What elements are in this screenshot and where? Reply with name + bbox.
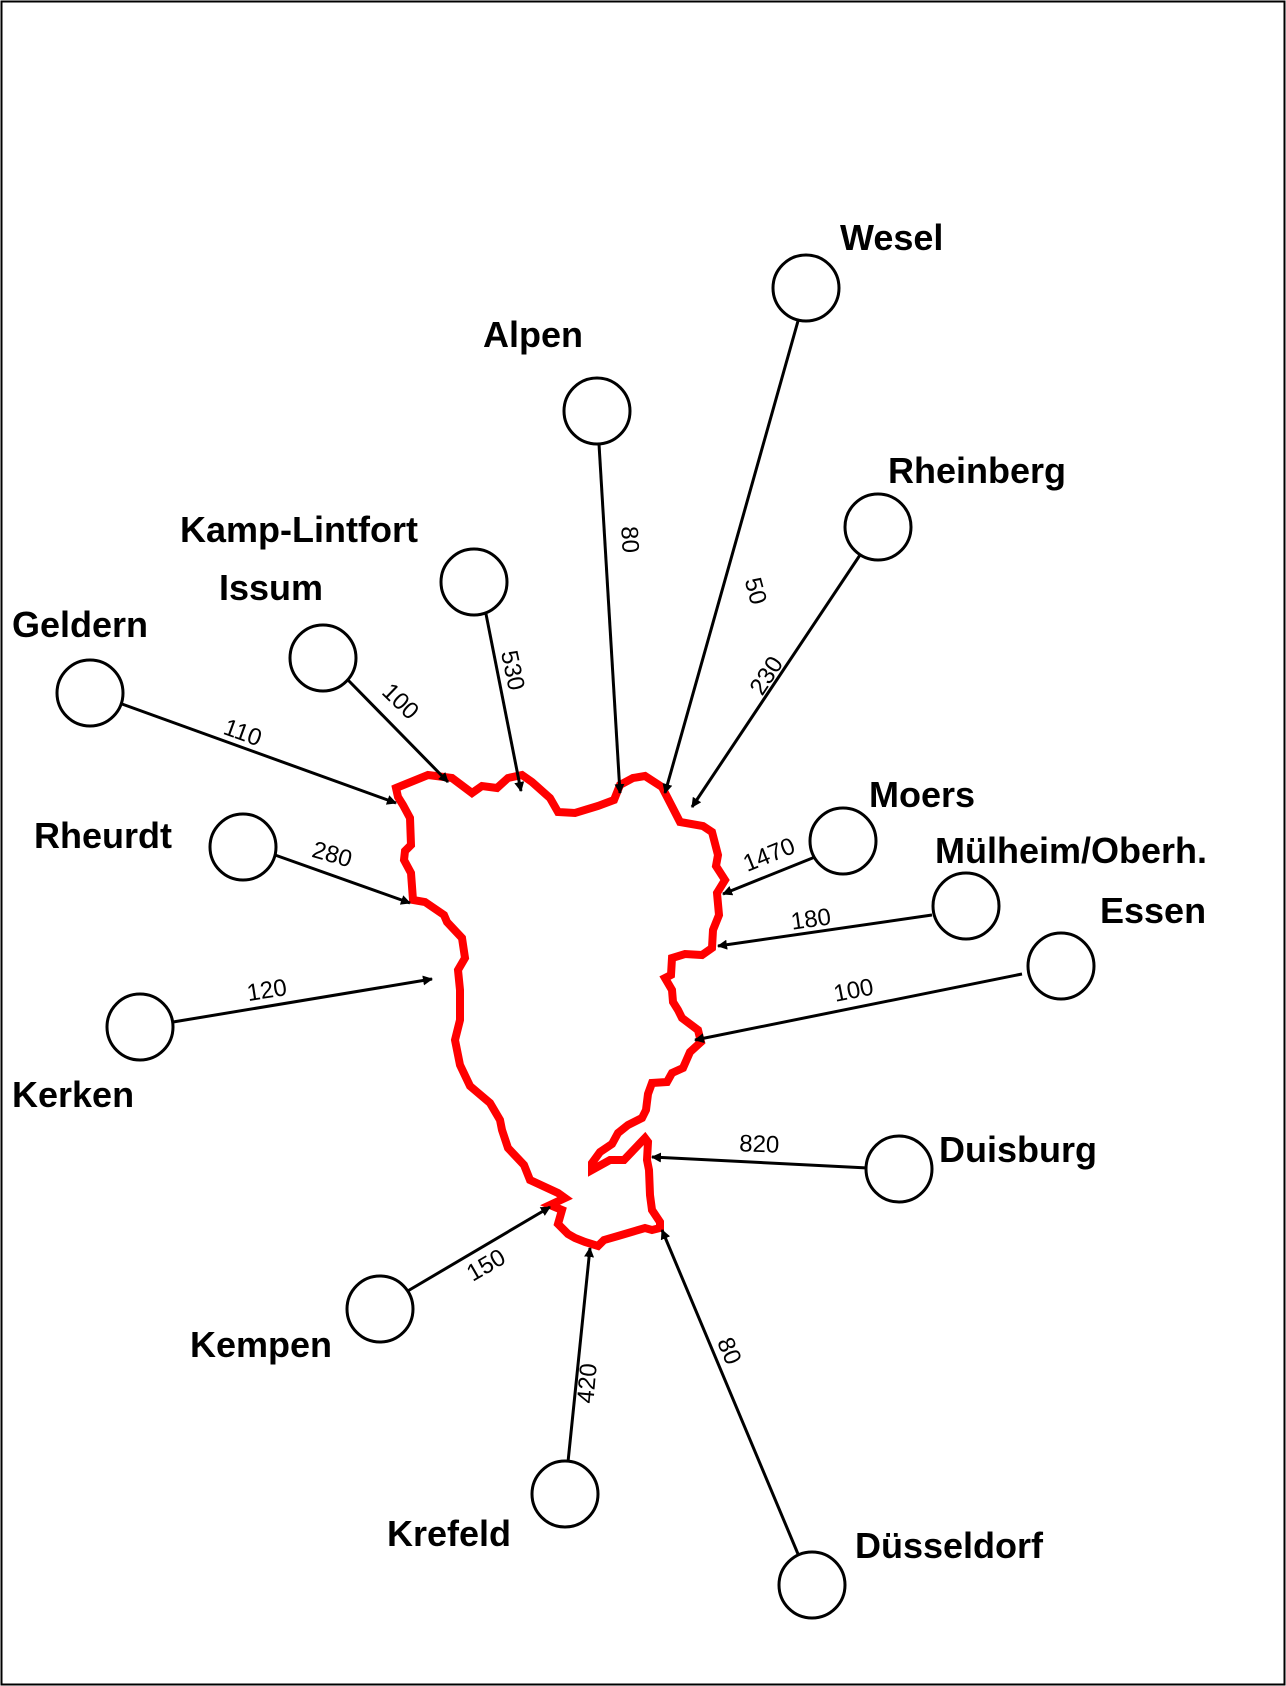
flow-moers: Moers 1470	[722, 774, 975, 896]
place-label-rheinberg: Rheinberg	[888, 450, 1066, 491]
place-label-essen: Essen	[1100, 890, 1206, 931]
place-label-duisburg: Duisburg	[939, 1129, 1097, 1170]
flow-essen: Essen 100	[694, 890, 1206, 1044]
flow-alpen: Alpen 80	[483, 314, 644, 794]
place-label-muelheim: Mülheim/Oberh.	[935, 830, 1207, 871]
place-label-issum: Issum	[219, 567, 323, 608]
flow-arrow	[484, 613, 525, 792]
flow-arrow	[651, 1152, 869, 1170]
flow-arrow	[121, 702, 397, 805]
flow-value-duisburg: 820	[739, 1130, 780, 1158]
flow-arrow	[346, 678, 450, 784]
flow-duesseldorf: Düsseldorf 80	[660, 1229, 1044, 1620]
place-node-wesel[interactable]	[771, 253, 841, 323]
place-label-alpen: Alpen	[483, 314, 583, 355]
flow-arrow	[172, 975, 433, 1024]
flow-krefeld: Krefeld 420	[387, 1247, 603, 1554]
place-node-issum[interactable]	[288, 623, 358, 693]
region-outline	[391, 770, 730, 1251]
flow-issum: Issum 100	[219, 567, 450, 784]
flow-value-kerken: 120	[245, 974, 289, 1007]
flow-wesel: Wesel 50	[662, 217, 943, 794]
place-node-geldern[interactable]	[55, 658, 125, 728]
flow-value-alpen: 80	[615, 526, 643, 554]
flow-value-krefeld: 420	[572, 1362, 602, 1404]
flow-arrow	[722, 855, 816, 896]
flow-arrow	[660, 1229, 800, 1555]
place-node-essen[interactable]	[1026, 931, 1096, 1001]
flow-kamp-lintfort: Kamp-Lintfort 530	[180, 509, 530, 792]
place-label-kerken: Kerken	[12, 1074, 134, 1115]
flow-arrow	[274, 853, 411, 905]
place-node-alpen[interactable]	[562, 376, 632, 446]
place-label-krefeld: Krefeld	[387, 1513, 511, 1554]
place-node-moers[interactable]	[808, 806, 878, 876]
flow-kerken: Kerken 120	[12, 974, 433, 1115]
place-node-rheurdt[interactable]	[208, 812, 278, 882]
place-label-rheurdt: Rheurdt	[34, 815, 172, 856]
flow-arrow	[717, 913, 933, 950]
place-label-wesel: Wesel	[840, 217, 943, 258]
flow-duisburg: Duisburg 820	[651, 1129, 1097, 1204]
place-node-duisburg[interactable]	[864, 1134, 934, 1204]
place-node-rheinberg[interactable]	[843, 492, 913, 562]
flow-arrow	[694, 972, 1023, 1044]
place-node-duesseldorf[interactable]	[777, 1550, 847, 1620]
place-node-muelheim[interactable]	[931, 871, 1001, 941]
place-node-kerken[interactable]	[105, 992, 175, 1062]
place-node-kempen[interactable]	[345, 1274, 415, 1344]
flow-arrow	[405, 1205, 551, 1294]
place-label-kamp-lintfort: Kamp-Lintfort	[180, 509, 418, 550]
place-node-kamp-lintfort[interactable]	[439, 547, 509, 617]
flow-arrow	[566, 1247, 595, 1463]
flow-arrow	[662, 320, 800, 794]
place-label-geldern: Geldern	[12, 604, 148, 645]
place-label-moers: Moers	[869, 774, 975, 815]
place-node-krefeld[interactable]	[530, 1459, 600, 1529]
place-label-kempen: Kempen	[190, 1324, 332, 1365]
flow-rheinberg: Rheinberg 230	[690, 450, 1066, 808]
place-label-duesseldorf: Düsseldorf	[855, 1525, 1044, 1566]
flow-arrow	[597, 443, 625, 794]
flow-geldern: Geldern 110	[12, 604, 397, 805]
flow-arrow	[690, 554, 862, 808]
flow-muelheim: Mülheim/Oberh. 180	[717, 830, 1207, 950]
flow-value-muelheim: 180	[789, 903, 832, 935]
